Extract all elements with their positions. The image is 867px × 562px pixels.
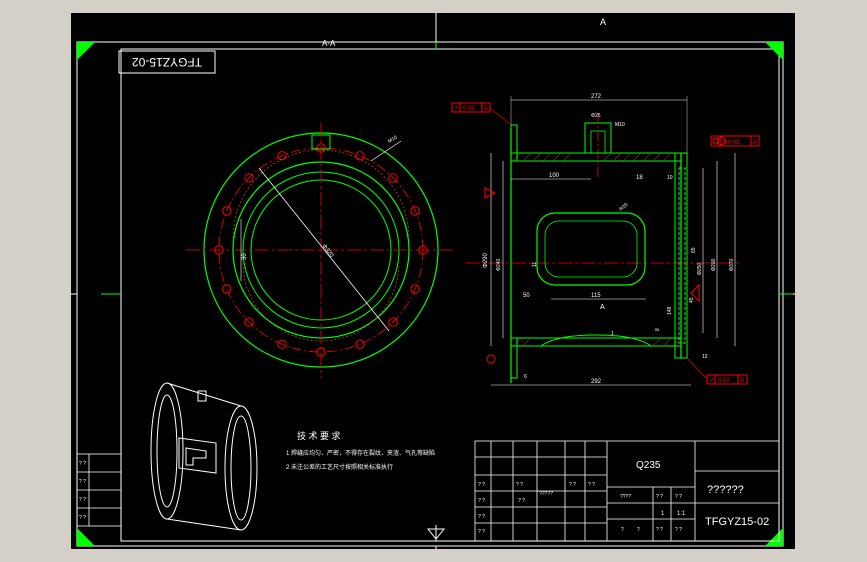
bolt-hole [277,339,287,349]
dim-m10-view: M10 [387,135,399,145]
gdt-right-value: Φ0.05 [723,140,740,146]
bolt-hole-group [214,143,428,357]
dim-phi370: Φ370 [729,258,735,271]
dim-top-width: 272 [591,94,602,100]
view-marker-top: A [600,17,606,27]
gdt-bottom-ref: A [740,378,744,384]
drawing-sheet[interactable]: A A-A TFGYZ15-02 [71,13,795,549]
bolt-hole [410,284,420,294]
title-code: TFGYZ15-02 [705,516,769,528]
tb-bottom-2: ? [637,527,640,533]
bolt-hole [388,317,398,327]
rev-label-2: ? ? [79,479,86,485]
section-label: A-A [322,39,336,48]
tb-left-2: ? ? [478,498,485,504]
dim-phi320-diag: Φ320 [320,244,334,260]
tech-req-1: 1 焊缝应均匀、严密，不得存在裂纹、夹渣、气孔等缺陷 [286,449,435,457]
title-block [474,440,780,542]
tb-scale-val-2: 1:1 [677,511,686,517]
bolt-hole [244,173,254,183]
tb-bottom-1: ? [621,527,624,533]
tb-mid-3: ????? [539,491,553,497]
dim-50: 50 [523,293,530,299]
dim-148: 148 [667,306,673,315]
bolt-hole [222,206,232,216]
tb-mid-1: ? ? [569,482,576,488]
sheet-inner-border [120,48,780,542]
title-name: ?????? [707,484,744,496]
section-view: 272 292 Φ25 M10 100 18 115 50 A R20 6 12… [466,94,741,386]
gdt-frame-bottom: ↗ 0.02 A [686,357,748,385]
rotated-code-box [118,50,216,74]
tb-left-4: ? ? [478,529,485,535]
dim-18: 18 [636,175,643,181]
tech-req-title: 技 术 要 求 [297,430,341,441]
tb-scale-hdr-3: ? ? [675,494,682,500]
drawing-svg: A A-A TFGYZ15-02 [71,13,795,549]
dim-65: 65 [691,247,697,253]
bolt-hole [355,339,365,349]
rev-label-1: ? ? [79,461,86,467]
dim-45: 45 [689,297,695,303]
tb-mid-4: ? ? [518,498,525,504]
dim-8: 8 [655,328,661,331]
tb-scale-hdr-2: ? ? [656,494,663,500]
dim-10: 10 [667,175,673,181]
dim-11: 11 [532,262,538,267]
bolt-hole [222,284,232,294]
dim-115: 115 [591,293,601,299]
tech-req-2: 2 未注公差的工艺尺寸按照相关标准执行 [286,463,393,471]
dim-phi25: Φ25 [591,113,601,119]
rev-label-4: ? ? [79,515,86,521]
dim-bottom-width: 292 [591,379,602,385]
tb-scale-hdr-1: ???? [620,494,631,500]
dim-1: 1 [611,331,614,337]
bolt-hole [388,173,398,183]
gdt-bottom-value: 0.02 [718,378,730,384]
gdt-right-ref: A [753,140,757,146]
bolt-hole [244,317,254,327]
corner-marker-tr [765,42,783,60]
view-marker-mid: A [600,304,605,311]
flange-end-view: Φ320 30 M10 [186,123,456,378]
gdt-top-left-value: 0.02 [463,106,475,112]
corner-marker-tl [77,42,95,60]
dim-30-view: 30 [242,253,248,260]
svg-text:↗: ↗ [454,106,459,112]
dim-100: 100 [549,173,560,179]
tb-bottom-4: ? ? [675,527,682,533]
dim-phi200: Φ200 [711,258,717,271]
tb-left-5: ? ? [516,482,523,488]
title-material: Q235 [636,460,661,471]
dim-r20: R20 [618,202,629,213]
dim-6: 6 [524,374,527,380]
tb-mid-2: ? ? [588,482,595,488]
dim-m10: M10 [615,122,625,128]
tb-left-1: ? ? [478,482,485,488]
corner-marker-bl [77,528,95,546]
gdt-frame-top-left: ↗ 0.02 A [451,102,512,126]
dim-12: 12 [702,354,708,360]
gdt-frame-right: Φ0.05 A [710,135,760,147]
rotated-code: TFGYZ15-02 [132,55,202,69]
tb-scale-val-1: 1 [661,511,665,517]
tb-left-3: ? ? [478,514,485,520]
corner-marker-br [765,528,783,546]
dim-phi250: Φ250 [697,262,703,275]
tb-bottom-3: ? ? [656,527,663,533]
revision-table [76,453,122,527]
dim-phi290: Φ290 [483,253,489,268]
gdt-top-left-ref: A [484,106,488,112]
rev-label-3: ? ? [79,497,86,503]
dim-phi240: Φ240 [496,258,502,271]
bolt-hole [410,206,420,216]
bolt-hole [277,151,287,161]
svg-text:↗: ↗ [709,378,714,384]
isometric-view [150,382,258,531]
bolt-hole [355,151,365,161]
